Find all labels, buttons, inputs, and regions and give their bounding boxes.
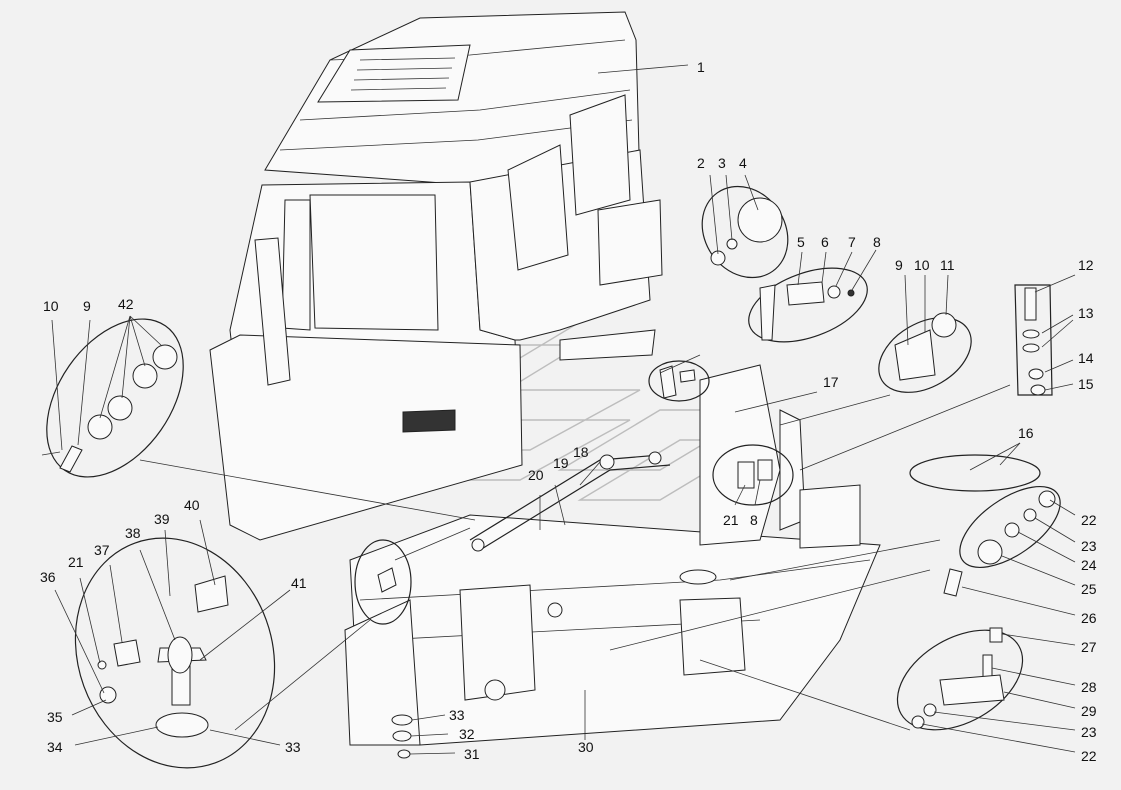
callout-37: 37 — [94, 542, 110, 558]
callout-19: 19 — [553, 455, 569, 471]
callout-42: 42 — [118, 296, 134, 312]
callout-5: 5 — [797, 234, 805, 250]
callout-15: 15 — [1078, 376, 1094, 392]
door-handle-icon — [402, 409, 456, 433]
callout-35: 35 — [47, 709, 63, 725]
callout-21-left: 21 — [68, 554, 84, 570]
callout-8: 8 — [873, 234, 881, 250]
callout-36: 36 — [40, 569, 56, 585]
callout-2: 2 — [697, 155, 705, 171]
callout-31: 31 — [464, 746, 480, 762]
callout-23: 23 — [1081, 538, 1097, 554]
callout-39: 39 — [154, 511, 170, 527]
callout-29: 29 — [1081, 703, 1097, 719]
callout-7: 7 — [848, 234, 856, 250]
callout-3: 3 — [718, 155, 726, 171]
callout-9-left: 9 — [83, 298, 91, 314]
callout-11: 11 — [940, 257, 955, 273]
frame-chassis — [344, 364, 881, 746]
callout-21-right: 21 — [723, 512, 739, 528]
callout-6: 6 — [821, 234, 829, 250]
callout-33-left: 33 — [285, 739, 301, 755]
callout-40: 40 — [184, 497, 200, 513]
callout-28: 28 — [1081, 679, 1097, 695]
callout-22: 22 — [1081, 512, 1097, 528]
callout-16: 16 — [1018, 425, 1034, 441]
leader-lines — [51, 64, 1076, 755]
callout-41: 41 — [291, 575, 307, 591]
callout-24: 24 — [1081, 557, 1097, 573]
cab-body — [209, 11, 663, 541]
callout-4: 4 — [739, 155, 747, 171]
callout-25: 25 — [1081, 581, 1097, 597]
callout-33: 33 — [449, 707, 465, 723]
callout-23-lower: 23 — [1081, 724, 1097, 740]
callout-26: 26 — [1081, 610, 1097, 626]
callout-30: 30 — [578, 739, 594, 755]
callout-20: 20 — [528, 467, 544, 483]
callout-32: 32 — [459, 726, 475, 742]
callout-8-lower: 8 — [750, 512, 758, 528]
callout-10: 10 — [914, 257, 930, 273]
callout-27: 27 — [1081, 639, 1097, 655]
callout-18: 18 — [573, 444, 589, 460]
callout-10-left: 10 — [43, 298, 59, 314]
detail-callouts — [41, 185, 1061, 769]
callout-17: 17 — [823, 374, 839, 390]
callout-13: 13 — [1078, 305, 1094, 321]
callout-34: 34 — [47, 739, 63, 755]
callout-14: 14 — [1078, 350, 1094, 366]
callout-12: 12 — [1078, 257, 1094, 273]
callout-22-lower: 22 — [1081, 748, 1097, 764]
callout-38: 38 — [125, 525, 141, 541]
callout-labels: 1 2 3 4 5 6 7 8 9 10 11 12 13 14 15 16 1… — [40, 59, 1097, 764]
callout-9: 9 — [895, 257, 903, 273]
callout-1: 1 — [697, 59, 705, 75]
